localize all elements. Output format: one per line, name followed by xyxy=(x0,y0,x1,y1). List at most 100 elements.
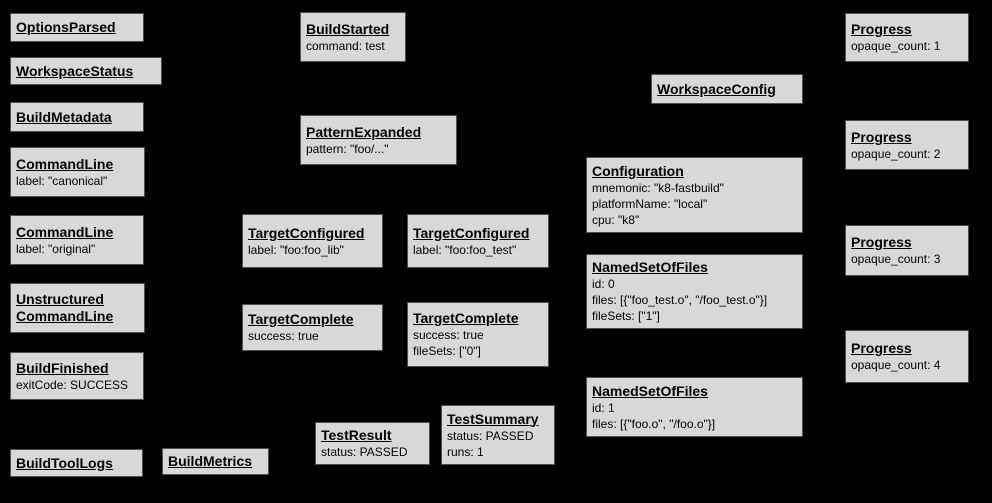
node-field: fileSets: ["1"] xyxy=(592,309,660,323)
event-node-pattern_expanded: PatternExpanded pattern: "foo/..." xyxy=(300,115,457,165)
node-title: CommandLine xyxy=(16,224,113,241)
event-node-test_result: TestResult status: PASSED xyxy=(315,422,430,465)
event-node-target_configured_lib: TargetConfigured label: "foo:foo_lib" xyxy=(242,214,383,268)
node-field: id: 0 xyxy=(592,277,615,291)
node-title: Configuration xyxy=(592,163,684,180)
node-fields: label: "foo:foo_test" xyxy=(413,242,516,258)
node-title: Progress xyxy=(851,340,912,357)
node-field: files: [{"foo_test.o", "/foo_test.o"}] xyxy=(592,293,768,307)
node-field: pattern: "foo/..." xyxy=(306,141,389,156)
event-node-progress_1: Progress opaque_count: 1 xyxy=(845,13,969,62)
node-field: label: "canonical" xyxy=(16,173,108,188)
node-title-text: TargetComplete xyxy=(248,311,354,327)
node-title: WorkspaceStatus xyxy=(16,63,133,80)
event-node-named_set_of_files_0: NamedSetOfFiles id: 0 files: [{"foo_test.… xyxy=(586,254,803,329)
node-title: Progress xyxy=(851,234,912,251)
node-title-text: OptionsParsed xyxy=(16,19,116,35)
node-field: runs: 1 xyxy=(447,444,484,459)
node-fields: label: "original" xyxy=(16,241,95,257)
node-title-text: WorkspaceStatus xyxy=(16,62,134,79)
event-node-build_finished: BuildFinished exitCode: SUCCESS xyxy=(10,352,144,400)
event-node-build_metadata: BuildMetadata xyxy=(10,102,144,132)
event-node-target_complete_lib: TargetComplete success: true xyxy=(242,304,383,351)
node-field: mnemonic: "k8-fastbuild" xyxy=(592,180,724,195)
node-title-text: BuildToolLogs xyxy=(16,454,113,471)
node-title-text: TargetConfigured xyxy=(413,224,530,241)
node-title-text: BuildMetadata xyxy=(16,108,112,125)
node-title-text: CommandLine xyxy=(16,155,114,172)
node-title: TestSummary xyxy=(447,411,539,428)
node-fields: opaque_count: 2 xyxy=(851,146,940,162)
node-field: opaque_count: 3 xyxy=(851,252,941,266)
node-title: BuildFinished xyxy=(16,360,109,377)
node-fields: mnemonic: "k8-fastbuild"platformName: "l… xyxy=(592,180,724,228)
node-title: BuildMetrics xyxy=(168,453,252,470)
node-field: exitCode: SUCCESS xyxy=(16,377,129,392)
node-title: TargetComplete xyxy=(248,311,354,328)
node-fields: exitCode: SUCCESS xyxy=(16,377,128,393)
node-title-text: CommandLine xyxy=(16,223,114,240)
node-title-text: WorkspaceConfig xyxy=(657,80,776,97)
event-node-configuration: Configuration mnemonic: "k8-fastbuild"pl… xyxy=(586,157,803,233)
node-field: opaque_count: 1 xyxy=(851,39,941,53)
node-field: status: PASSED xyxy=(321,445,408,459)
node-field: success: true xyxy=(248,329,319,343)
node-fields: id: 0 files: [{"foo_test.o", "/foo_test.o… xyxy=(592,276,767,324)
node-title: BuildMetadata xyxy=(16,109,112,126)
node-title: Progress xyxy=(851,129,912,146)
node-title: TargetConfigured xyxy=(413,225,529,242)
node-title-text: BuildMetrics xyxy=(168,453,253,469)
node-title: TargetComplete xyxy=(413,310,519,327)
node-title-text: Progress xyxy=(851,340,912,356)
node-title: TestResult xyxy=(321,427,392,444)
node-fields: status: PASSED xyxy=(321,444,407,460)
event-node-progress_2: Progress opaque_count: 2 xyxy=(845,120,969,170)
node-fields: opaque_count: 1 xyxy=(851,38,940,54)
node-title-text: Unstructured xyxy=(16,291,104,307)
event-node-build_tool_logs: BuildToolLogs xyxy=(10,449,143,477)
node-title-text: NamedSetOfFiles xyxy=(592,259,708,275)
event-node-build_metrics: BuildMetrics xyxy=(162,448,269,475)
node-fields: opaque_count: 4 xyxy=(851,357,940,373)
node-title-text: TargetConfigured xyxy=(248,224,365,241)
node-field: status: PASSED xyxy=(447,428,534,443)
node-fields: command: test xyxy=(306,38,385,54)
node-title-text: TestSummary xyxy=(447,410,539,427)
node-title-text: PatternExpanded xyxy=(306,123,422,140)
node-title-text: TestResult xyxy=(321,427,392,443)
event-node-workspace_status: WorkspaceStatus xyxy=(10,57,162,85)
node-fields: pattern: "foo/..." xyxy=(306,141,389,157)
node-fields: opaque_count: 3 xyxy=(851,251,940,267)
node-title-text: NamedSetOfFiles xyxy=(592,382,708,399)
event-node-command_line_canonical: CommandLine label: "canonical" xyxy=(10,147,145,197)
event-node-progress_4: Progress opaque_count: 4 xyxy=(845,330,969,383)
event-node-options_parsed: OptionsParsed xyxy=(10,13,144,42)
node-title: WorkspaceConfig xyxy=(657,81,776,98)
node-field: id: 1 xyxy=(592,400,615,415)
node-title-text: Progress xyxy=(851,128,912,145)
event-node-target_configured_test: TargetConfigured label: "foo:foo_test" xyxy=(407,214,549,268)
node-title: PatternExpanded xyxy=(306,124,421,141)
node-title: OptionsParsed xyxy=(16,19,116,36)
node-fields: success: true xyxy=(248,328,319,344)
event-node-target_complete_test: TargetComplete success: true fileSets: ["… xyxy=(407,302,549,367)
node-title: CommandLine xyxy=(16,156,113,173)
node-title-text: BuildStarted xyxy=(306,20,390,37)
node-field: platformName: "local" xyxy=(592,196,708,211)
node-title-text: BuildFinished xyxy=(16,359,109,376)
event-node-command_line_original: CommandLine label: "original" xyxy=(10,215,144,265)
node-title-text: TargetComplete xyxy=(413,310,519,326)
node-title: NamedSetOfFiles xyxy=(592,259,708,276)
node-title-text: CommandLine xyxy=(16,308,114,324)
node-field: label: "foo:foo_test" xyxy=(413,242,517,257)
event-node-progress_3: Progress opaque_count: 3 xyxy=(845,225,969,276)
node-field: fileSets: ["0"] xyxy=(413,344,481,358)
node-field: success: true xyxy=(413,328,484,342)
node-field: label: "original" xyxy=(16,241,96,256)
